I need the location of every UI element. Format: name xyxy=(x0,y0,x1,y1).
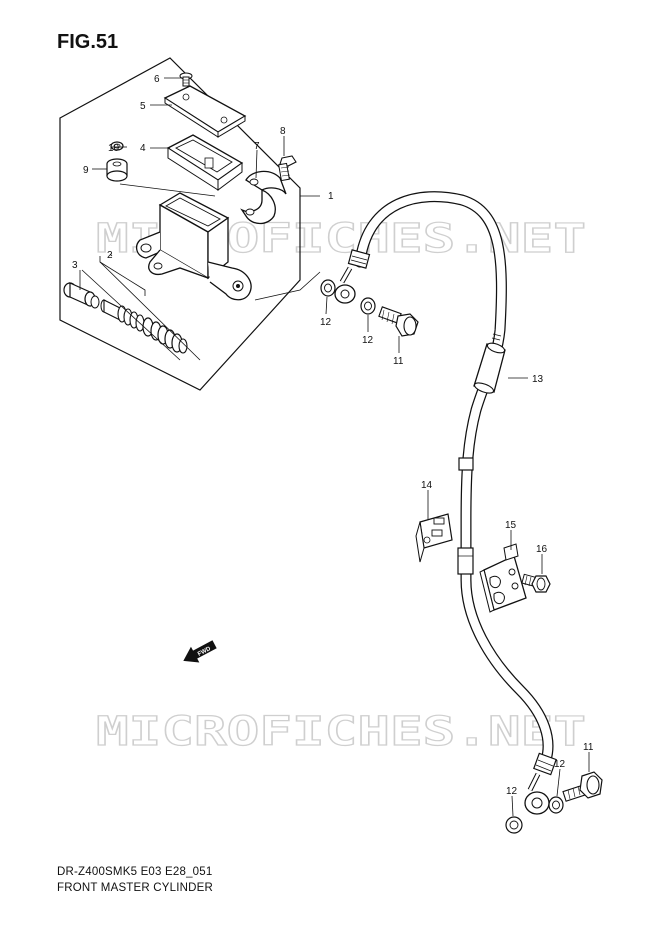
part-2-guide-b xyxy=(81,269,181,361)
callout-1: 1 xyxy=(328,191,334,202)
part-12-washer-upper-left xyxy=(320,279,336,297)
frame-connector xyxy=(254,271,321,301)
callout-2: 2 xyxy=(107,250,113,261)
part-14-hose-clamp xyxy=(415,513,453,563)
part-5-reservoir-cap xyxy=(163,85,247,138)
fwd-direction-arrow: FWD xyxy=(183,640,217,663)
part-8-bolt xyxy=(278,155,297,182)
callout-12-lower-right: 12 xyxy=(554,759,566,770)
callout-8: 8 xyxy=(280,126,286,137)
callout-6: 6 xyxy=(154,74,160,85)
part-12-washer-upper-right xyxy=(360,297,376,315)
callout-16: 16 xyxy=(536,544,548,555)
callout-15: 15 xyxy=(505,520,517,531)
part-12-washer-lower-left xyxy=(505,816,523,834)
master-cylinder-body xyxy=(135,192,252,301)
part-6-screw xyxy=(179,72,193,87)
callout-12-upper-right: 12 xyxy=(362,335,374,346)
boot-guide-line xyxy=(119,183,216,197)
callout-11-lower: 11 xyxy=(583,742,594,753)
part-16-bracket-bolt xyxy=(521,573,551,593)
callout-12-lower-left: 12 xyxy=(506,786,518,797)
callout-leaders xyxy=(79,77,590,817)
callout-10: 10 xyxy=(108,143,120,154)
part-2-guide-a xyxy=(99,261,201,361)
figure-caption: FRONT MASTER CYLINDER xyxy=(57,882,214,894)
part-2-piston-spring xyxy=(100,299,188,354)
part-2-bracket xyxy=(99,256,146,296)
part-11-banjo-bolt-lower xyxy=(562,771,603,802)
part-11-banjo-bolt-upper xyxy=(378,306,419,337)
part-4-diaphragm-plate xyxy=(166,134,244,191)
watermark-bottom: MICROFICHES.NET xyxy=(96,709,586,755)
callout-5: 5 xyxy=(140,101,146,112)
part-12-washer-lower-right xyxy=(548,796,564,814)
callout-3: 3 xyxy=(72,260,78,271)
part-9-boot xyxy=(106,158,128,182)
callout-11-upper: 11 xyxy=(393,356,404,367)
callout-7: 7 xyxy=(254,141,260,152)
part-15-hose-bracket xyxy=(479,543,527,613)
figure-title: FIG.51 xyxy=(57,31,119,53)
callout-14: 14 xyxy=(421,480,433,491)
callout-9: 9 xyxy=(83,165,89,176)
model-code: DR-Z400SMK5 E03 E28_051 xyxy=(57,866,213,878)
assembly-frame xyxy=(59,57,301,391)
callout-12-upper-left: 12 xyxy=(320,317,332,328)
callout-13: 13 xyxy=(532,374,544,385)
callout-4: 4 xyxy=(140,143,146,154)
part-3-cup xyxy=(63,282,100,309)
part-13-brake-hose xyxy=(334,191,557,815)
